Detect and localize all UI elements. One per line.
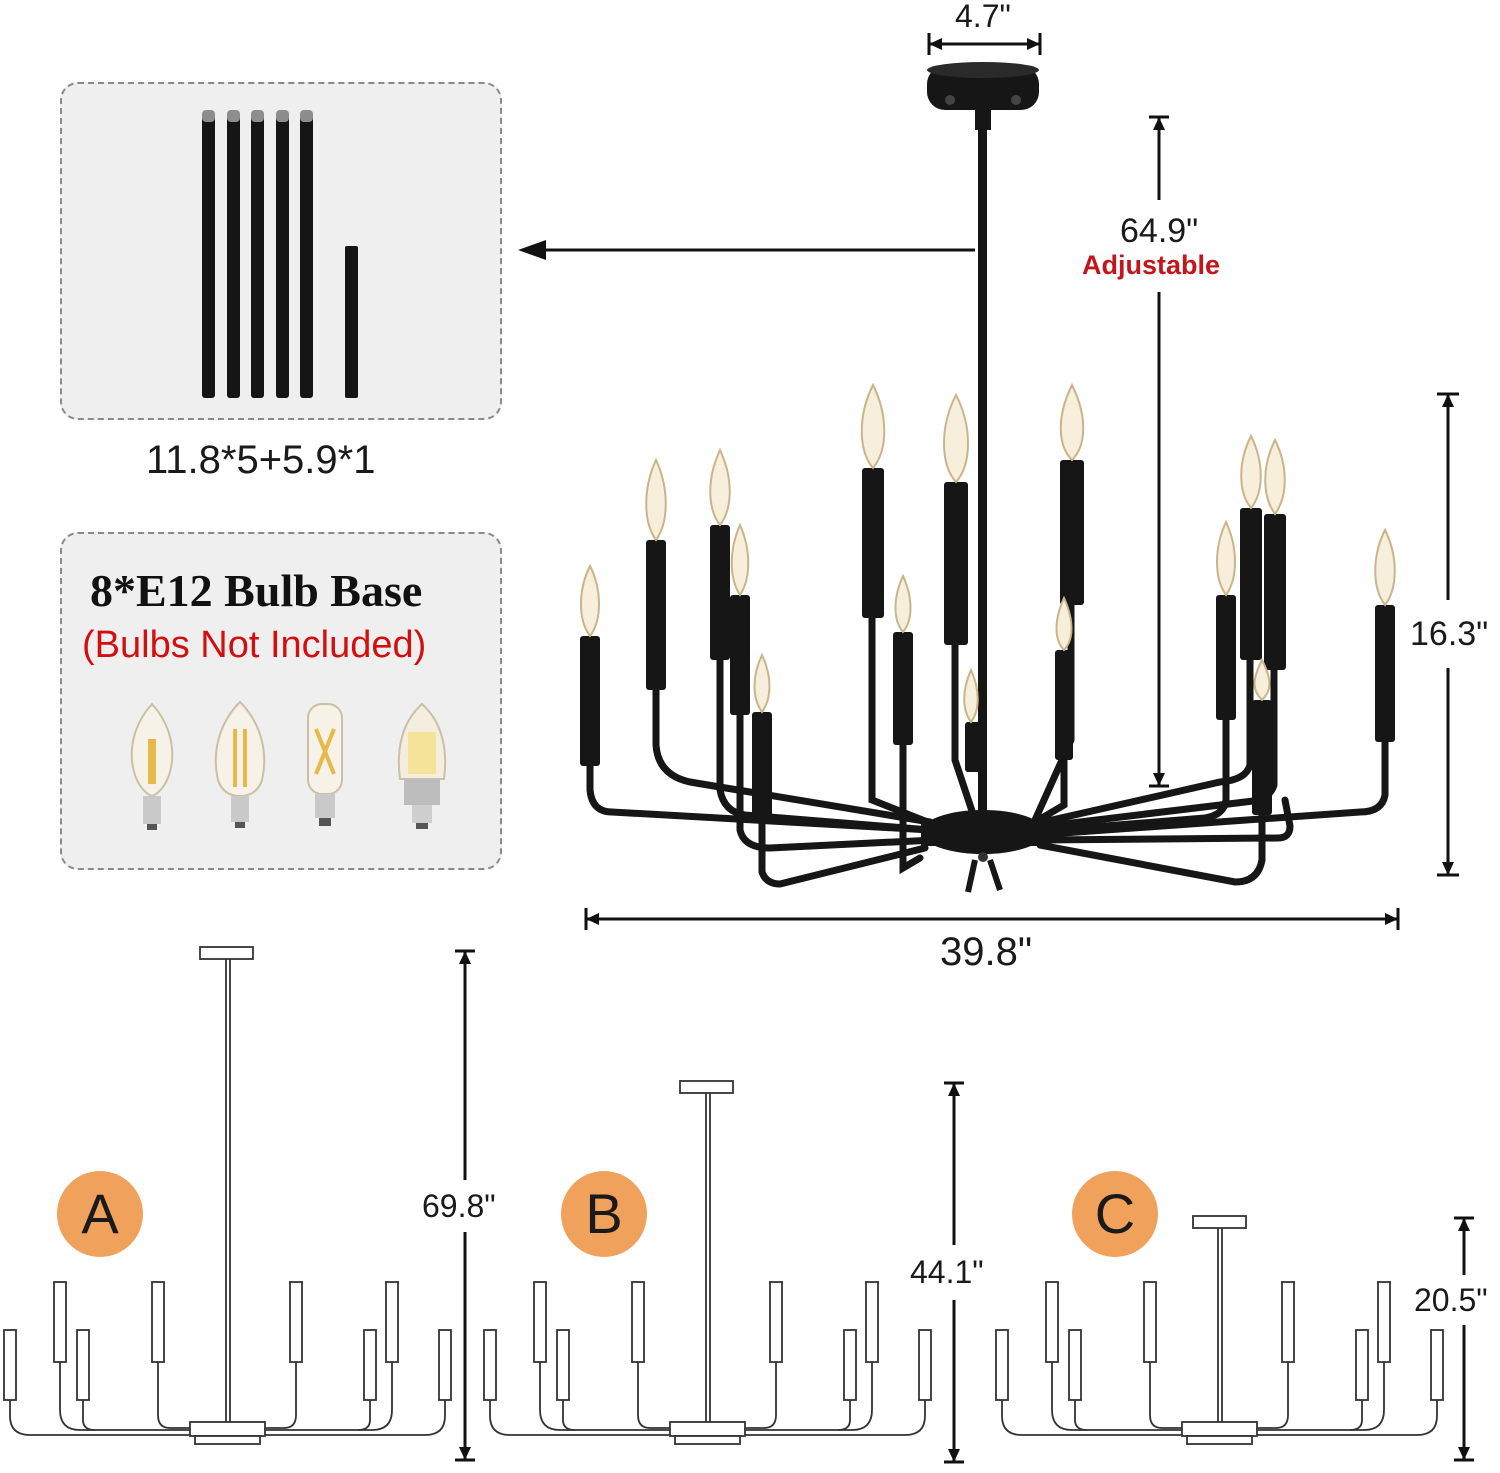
candle-bulb-icon bbox=[214, 700, 266, 828]
chandelier-arms bbox=[586, 601, 1389, 888]
candle-bulbs bbox=[580, 382, 1396, 724]
canopy-width-arrow bbox=[927, 33, 1042, 55]
canopy-icon bbox=[927, 62, 1039, 130]
option-a-badge: A bbox=[57, 1171, 143, 1257]
extension-rods-image bbox=[202, 110, 358, 398]
tubular-bulb-icon bbox=[307, 703, 343, 826]
option-c-badge: C bbox=[1072, 1171, 1158, 1257]
bulb-panel: 8*E12 Bulb Base (Bulbs Not Included) bbox=[60, 532, 502, 870]
chain-height-label: 64.9" bbox=[1120, 212, 1199, 250]
option-c-height-label: 20.5" bbox=[1414, 1282, 1488, 1318]
candle-sleeves bbox=[580, 460, 1395, 822]
chain-height-arrow bbox=[1149, 115, 1169, 788]
bulb-types-image bbox=[130, 700, 447, 830]
main-chandelier-illustration bbox=[518, 33, 1459, 930]
flame-bulb-icon bbox=[130, 702, 174, 830]
option-b-height-label: 44.1" bbox=[910, 1254, 984, 1290]
canopy-width-label: 4.7" bbox=[955, 0, 1011, 34]
rods-panel bbox=[60, 82, 502, 420]
option-a-fixture bbox=[3, 1281, 452, 1445]
body-width-arrow bbox=[584, 908, 1400, 930]
bulbs-not-included-note: (Bulbs Not Included) bbox=[82, 624, 427, 666]
body-height-label: 16.3" bbox=[1410, 615, 1489, 653]
led-corn-bulb-icon bbox=[397, 702, 447, 829]
option-a-canopy bbox=[199, 946, 254, 1422]
option-c-canopy bbox=[1192, 1215, 1247, 1422]
body-height-arrow bbox=[1437, 392, 1459, 877]
option-b-canopy bbox=[679, 1080, 734, 1422]
bulb-base-title: 8*E12 Bulb Base bbox=[90, 565, 423, 616]
rods-caption: 11.8*5+5.9*1 bbox=[146, 438, 376, 482]
option-b-badge: B bbox=[561, 1171, 647, 1257]
option-c-fixture bbox=[995, 1281, 1444, 1445]
rods-pointer-arrow bbox=[518, 240, 975, 260]
center-body bbox=[921, 810, 1045, 893]
option-b-fixture bbox=[483, 1281, 932, 1445]
option-a-height-arrow bbox=[455, 949, 475, 1462]
adjustable-label: Adjustable bbox=[1082, 250, 1221, 280]
option-a-height-label: 69.8" bbox=[422, 1188, 496, 1224]
body-width-label: 39.8" bbox=[940, 930, 1033, 974]
option-c-height-arrow bbox=[1454, 1216, 1474, 1462]
option-b-height-arrow bbox=[944, 1081, 964, 1464]
